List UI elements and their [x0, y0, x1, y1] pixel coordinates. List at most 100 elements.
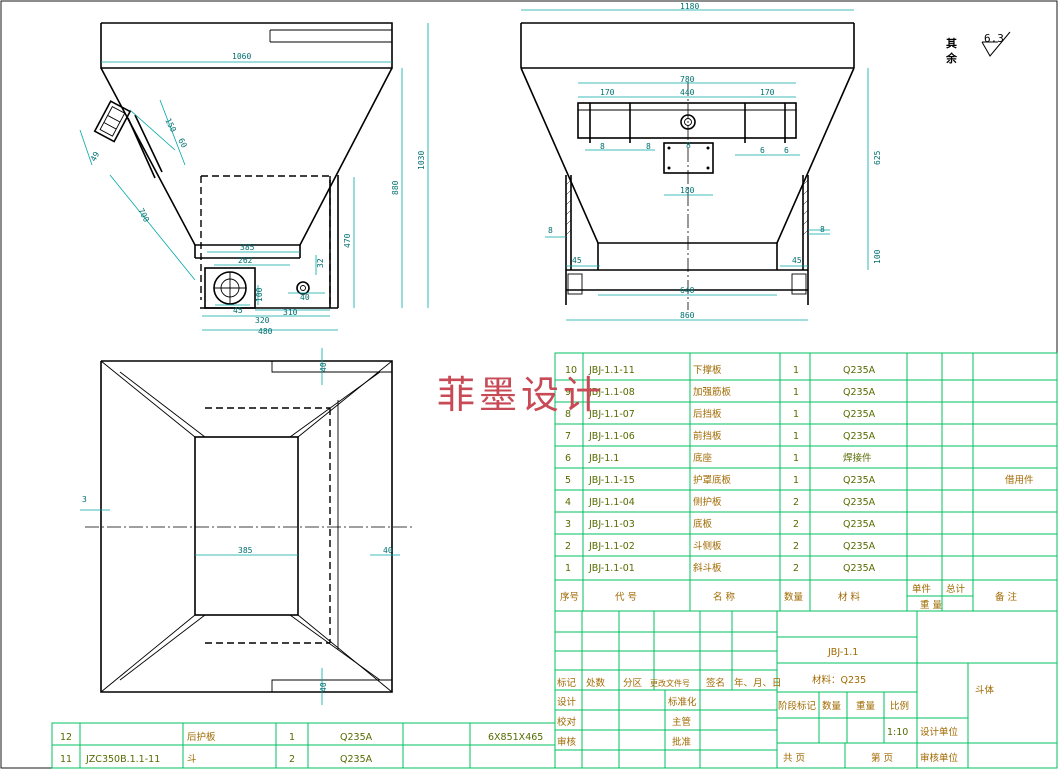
- part-name: 底板: [693, 518, 713, 530]
- header-unit: 单件: [912, 583, 932, 595]
- dim-45: 45: [233, 306, 243, 315]
- roughness-label: 其余: [946, 37, 957, 65]
- bottom-list: [51, 722, 556, 769]
- part-name: 底座: [693, 452, 713, 464]
- part-name: 斜斗板: [693, 562, 722, 574]
- label-chief: 主管: [672, 716, 691, 728]
- part-qty: 2: [793, 563, 799, 574]
- dim-40-mid: 40: [383, 546, 393, 555]
- material-label: 材料：Q235: [812, 674, 866, 686]
- header-note: 备 注: [995, 591, 1018, 603]
- dim-32: 32: [316, 258, 325, 268]
- dim-40-bottom: 40: [319, 682, 328, 692]
- part-material: Q235A: [843, 431, 876, 442]
- bottom-qty: 1: [289, 732, 295, 743]
- part-name: 加强筋板: [693, 386, 732, 398]
- top-view: 40 3 385 40 40: [80, 348, 412, 705]
- part-qty: 1: [793, 409, 799, 420]
- dim-40-top: 40: [319, 362, 328, 372]
- dim-470: 470: [343, 233, 352, 248]
- bottom-material: Q235A: [340, 754, 373, 765]
- part-qty: 1: [793, 453, 799, 464]
- part-material: Q235A: [843, 519, 876, 530]
- part-material: Q235A: [843, 563, 876, 574]
- label-review: 审核: [557, 736, 577, 748]
- dim-880: 880: [391, 180, 400, 195]
- bottom-note: 6X851X465: [488, 732, 543, 743]
- drawing-number: JBJ-1.1: [827, 647, 858, 658]
- title-block: JBJ-1.1 材料：Q235 斗体 标记 处数 分区 更改文件号 签名 年、月…: [554, 610, 1058, 769]
- bottom-no: 12: [60, 732, 72, 743]
- part-code: JBJ-1.1-01: [588, 563, 635, 574]
- header-weight: 重 量: [920, 599, 943, 611]
- label-quantity: 数量: [822, 700, 842, 712]
- part-no: 4: [565, 497, 571, 508]
- header-code: 代 号: [615, 592, 637, 603]
- part-material: Q235A: [843, 409, 876, 420]
- part-code: JBJ-1.1-02: [588, 541, 635, 552]
- part-no: 7: [565, 431, 571, 442]
- dim-860: 860: [680, 311, 695, 320]
- part-no: 10: [565, 365, 577, 376]
- dim-6-b: 6: [784, 146, 789, 155]
- part-name: 侧护板: [693, 496, 722, 508]
- bottom-name: 后护板: [187, 731, 216, 743]
- scale-value: 1:10: [887, 727, 908, 738]
- label-stage-mark: 阶段标记: [778, 700, 817, 712]
- dim-262: 262: [238, 256, 253, 265]
- part-name: 斗侧板: [693, 540, 722, 552]
- part-code: JBJ-1.1-07: [588, 409, 635, 420]
- part-material: Q235A: [843, 475, 876, 486]
- part-qty: 1: [793, 365, 799, 376]
- dim-385: 385: [240, 243, 255, 252]
- parts-list-header: 序号 代 号 名 称 数量 材 料 单件 总计 重 量 备 注: [560, 583, 1018, 611]
- label-design: 设计: [557, 696, 577, 708]
- label-standardize: 标准化: [668, 696, 697, 708]
- part-qty: 2: [793, 541, 799, 552]
- bottom-no: 11: [60, 754, 72, 765]
- bottom-code: JZC350B.1.1-11: [85, 754, 160, 765]
- label-total-pages: 共 页: [783, 753, 805, 764]
- part-no: 8: [565, 409, 571, 420]
- dim-625: 625: [873, 150, 882, 165]
- dim-100: 100: [873, 249, 882, 264]
- part-qty: 2: [793, 519, 799, 530]
- label-check: 校对: [557, 716, 577, 728]
- side-view: 1060 1030 880 470 150 60 49 700 385 262 …: [79, 22, 429, 336]
- dim-6-a: 6: [760, 146, 765, 155]
- bottom-qty: 2: [289, 754, 295, 765]
- part-code: JBJ-1.1-06: [588, 431, 635, 442]
- part-name: 前挡板: [693, 430, 722, 442]
- dim-780: 780: [680, 75, 695, 84]
- dim-1030: 1030: [417, 151, 426, 170]
- dim-8-left: 8: [548, 226, 553, 235]
- part-code: JBJ-1.1-15: [588, 475, 635, 486]
- dim-8-a: 8: [600, 142, 605, 151]
- part-material: Q235A: [843, 365, 876, 376]
- bottom-name: 斗: [187, 754, 197, 765]
- label-design-unit: 设计单位: [920, 726, 959, 738]
- header-total: 总计: [946, 583, 966, 595]
- dim-170-right: 170: [760, 88, 775, 97]
- part-material: Q235A: [843, 387, 876, 398]
- label-zone: 分区: [623, 678, 643, 689]
- watermark: 菲墨设计: [437, 373, 606, 417]
- dim-8-right: 8: [820, 225, 825, 234]
- dim-385-top: 385: [238, 546, 253, 555]
- part-no: 3: [565, 519, 571, 530]
- part-code: JBJ-1.1: [588, 453, 619, 464]
- part-note: 借用件: [1005, 474, 1034, 486]
- dim-480: 480: [258, 327, 273, 336]
- label-count: 处数: [586, 677, 606, 689]
- dim-150: 150: [163, 117, 178, 134]
- dim-180: 180: [680, 186, 695, 195]
- label-review-unit: 审核单位: [920, 752, 959, 764]
- part-name: 斗体: [975, 684, 995, 696]
- part-no: 9: [565, 387, 571, 398]
- label-date: 年、月、日: [734, 677, 782, 689]
- parts-list: [554, 352, 1058, 612]
- bottom-material: Q235A: [340, 732, 373, 743]
